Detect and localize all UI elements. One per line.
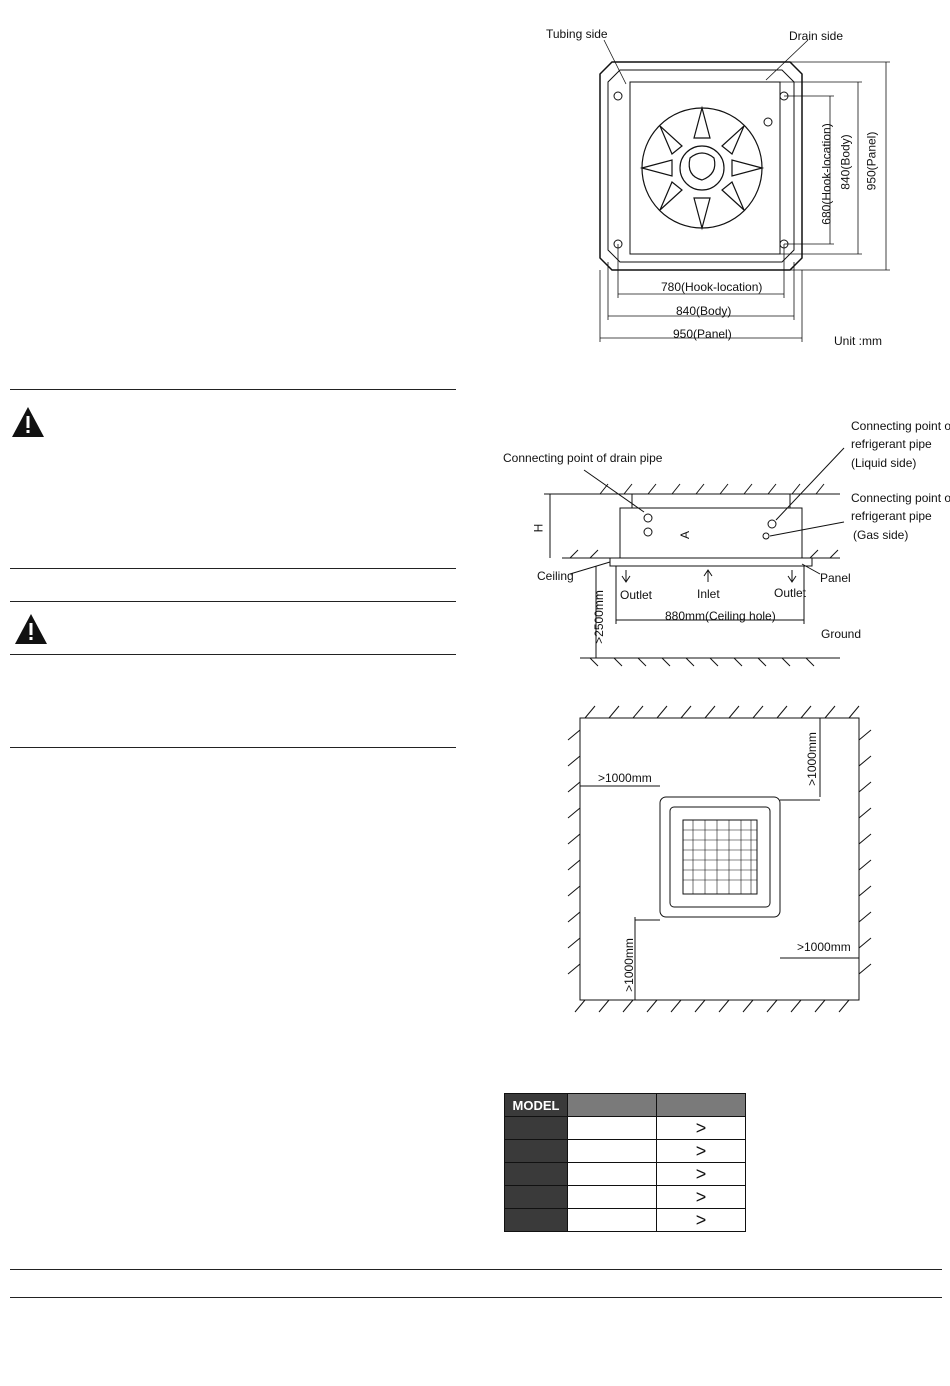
gas-pipe-point-line1: Connecting point of [851, 491, 950, 505]
tubing-side-label: Tubing side [546, 27, 608, 41]
clearance-bottom-label: >1000mm [621, 938, 636, 992]
dim-panel-horizontal: 950(Panel) [673, 327, 732, 341]
a-dimension-label: A [678, 530, 693, 540]
value-cell [567, 1185, 657, 1209]
clearance-right-label: >1000mm [797, 940, 851, 954]
gas-pipe-point-line3: (Gas side) [853, 528, 909, 542]
dim-panel-vertical: 950(Panel) [864, 131, 879, 191]
outlet-left-label: Outlet [620, 588, 653, 602]
dim-body-horizontal: 840(Body) [676, 304, 732, 318]
min-height-label: >2500mm [591, 590, 606, 644]
value-cell [567, 1162, 657, 1186]
gas-pipe-point-line2: refrigerant pipe [851, 509, 932, 523]
liquid-pipe-point-line3: (Liquid side) [851, 456, 917, 470]
unit-label: Unit :mm [834, 334, 882, 348]
greater-than-cell: > [656, 1139, 746, 1163]
inlet-label: Inlet [697, 587, 720, 601]
footer-divider [10, 1269, 942, 1270]
section-divider [10, 747, 456, 748]
model-cell [504, 1116, 568, 1140]
dim-body-vertical: 840(Body) [838, 134, 853, 190]
section-divider [10, 568, 456, 569]
table-header-cell [567, 1093, 657, 1117]
model-cell [504, 1208, 568, 1232]
section-divider [10, 389, 456, 390]
value-cell [567, 1139, 657, 1163]
table-row: > [504, 1162, 746, 1186]
model-clearance-table: MODEL > > > > > [504, 1093, 746, 1232]
section-divider [10, 654, 456, 655]
footer-divider [10, 1297, 942, 1298]
ceiling-label: Ceiling [537, 569, 574, 583]
model-cell [504, 1162, 568, 1186]
value-cell [567, 1116, 657, 1140]
table-header-row: MODEL [504, 1093, 746, 1117]
model-cell [504, 1139, 568, 1163]
h-dimension-label: H [531, 523, 546, 533]
warning-triangle-icon [12, 407, 44, 437]
table-row: > [504, 1208, 746, 1232]
outlet-right-label: Outlet [774, 586, 807, 600]
greater-than-cell: > [656, 1162, 746, 1186]
ceiling-hole-label: 880mm(Ceiling hole) [665, 609, 776, 623]
model-cell [504, 1185, 568, 1209]
panel-label: Panel [820, 571, 851, 585]
unit-side-view-diagram [544, 447, 845, 667]
table-row: > [504, 1116, 746, 1140]
greater-than-cell: > [656, 1116, 746, 1140]
table-row: > [504, 1185, 746, 1209]
clearance-top-label: >1000mm [804, 732, 819, 786]
clearance-left-label: >1000mm [598, 771, 652, 785]
warning-triangle-icon [15, 614, 47, 644]
greater-than-cell: > [656, 1185, 746, 1209]
model-header: MODEL [504, 1093, 568, 1117]
drain-pipe-point-label: Connecting point of drain pipe [503, 451, 663, 465]
liquid-pipe-point-line2: refrigerant pipe [851, 437, 932, 451]
dim-hook-horizontal: 780(Hook-location) [661, 280, 763, 294]
dim-hook-vertical: 680(Hook-location) [819, 123, 834, 225]
table-header-cell [656, 1093, 746, 1117]
liquid-pipe-point-line1: Connecting point of [851, 419, 950, 433]
drain-side-label: Drain side [789, 29, 844, 43]
unit-top-view-diagram [599, 39, 890, 342]
ground-label: Ground [821, 627, 862, 641]
clearance-diagram [567, 705, 872, 1013]
section-divider [10, 601, 456, 602]
value-cell [567, 1208, 657, 1232]
table-row: > [504, 1139, 746, 1163]
greater-than-cell: > [656, 1208, 746, 1232]
